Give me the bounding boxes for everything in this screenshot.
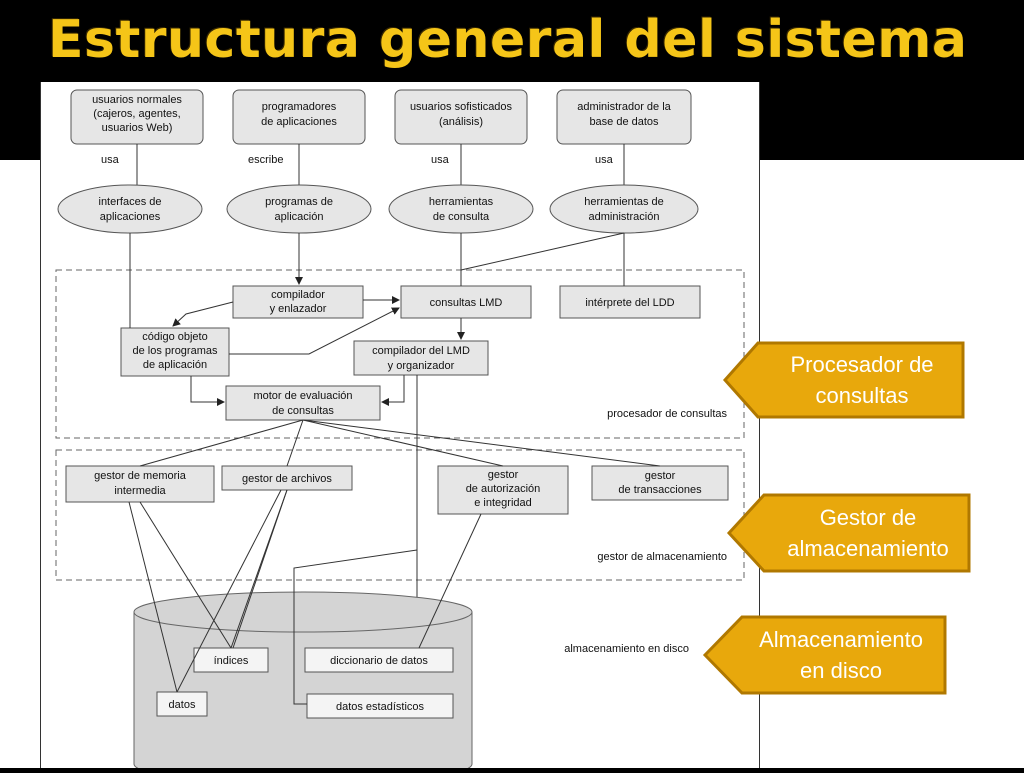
svg-text:herramientas: herramientas bbox=[429, 196, 494, 208]
svg-text:de consulta: de consulta bbox=[433, 211, 490, 223]
svg-text:aplicaciones: aplicaciones bbox=[100, 211, 161, 223]
dml-queries-box: consultas LMD bbox=[400, 285, 532, 319]
svg-text:de consultas: de consultas bbox=[272, 405, 334, 417]
tool-ellipse-admin-tools: herramientas de administración bbox=[549, 184, 699, 234]
slide-title: Estructura general del sistema bbox=[48, 10, 968, 70]
edge-label-escribe: escribe bbox=[248, 154, 283, 166]
data-dictionary-box: diccionario de datos bbox=[304, 647, 454, 673]
svg-text:usuarios normales: usuarios normales bbox=[92, 94, 182, 106]
svg-text:e integridad: e integridad bbox=[474, 497, 532, 509]
edge-label-usa-2: usa bbox=[431, 154, 450, 166]
user-box-programmers: programadores de aplicaciones bbox=[232, 89, 366, 145]
svg-text:programas de: programas de bbox=[265, 196, 333, 208]
auth-integrity-manager-box: gestor de autorización e integridad bbox=[437, 465, 569, 515]
callout-query-processor: Procesador de consultas bbox=[722, 340, 966, 420]
svg-text:gestor de memoria: gestor de memoria bbox=[94, 470, 187, 482]
tool-ellipse-interfaces: interfaces de aplicaciones bbox=[57, 184, 203, 234]
svg-text:compilador: compilador bbox=[271, 289, 325, 301]
disk-cylinder bbox=[133, 591, 473, 773]
edge-label-usa-1: usa bbox=[101, 154, 120, 166]
svg-text:datos: datos bbox=[169, 699, 196, 711]
svg-text:datos estadísticos: datos estadísticos bbox=[336, 701, 425, 713]
svg-text:administrador de la: administrador de la bbox=[577, 101, 671, 113]
svg-text:de autorización: de autorización bbox=[466, 483, 541, 495]
tool-ellipse-query-tools: herramientas de consulta bbox=[388, 184, 534, 234]
transaction-manager-box: gestor de transacciones bbox=[591, 465, 729, 501]
svg-text:y organizador: y organizador bbox=[388, 360, 455, 372]
indices-box: índices bbox=[193, 647, 269, 673]
svg-text:usuarios sofisticados: usuarios sofisticados bbox=[410, 101, 513, 113]
svg-text:motor de evaluación: motor de evaluación bbox=[253, 390, 352, 402]
svg-text:aplicación: aplicación bbox=[275, 211, 324, 223]
user-box-dba: administrador de la base de datos bbox=[556, 89, 692, 145]
storage-manager-label: gestor de almacenamiento bbox=[597, 551, 727, 563]
svg-text:diccionario de datos: diccionario de datos bbox=[330, 655, 428, 667]
svg-text:herramientas de: herramientas de bbox=[584, 196, 664, 208]
svg-text:(cajeros, agentes,: (cajeros, agentes, bbox=[93, 108, 180, 120]
svg-text:(análisis): (análisis) bbox=[439, 116, 483, 128]
svg-text:intérprete del LDD: intérprete del LDD bbox=[585, 297, 674, 309]
svg-text:usuarios Web): usuarios Web) bbox=[102, 122, 173, 134]
callout-storage-manager: Gestor de almacenamiento bbox=[726, 492, 972, 574]
disk-storage-label: almacenamiento en disco bbox=[564, 643, 689, 655]
ddl-interpreter-box: intérprete del LDD bbox=[559, 285, 701, 319]
svg-text:índices: índices bbox=[214, 655, 249, 667]
file-manager-box: gestor de archivos bbox=[221, 465, 353, 491]
svg-text:de aplicación: de aplicación bbox=[143, 359, 207, 371]
svg-text:de aplicaciones: de aplicaciones bbox=[261, 116, 337, 128]
query-processor-region bbox=[55, 269, 745, 439]
query-eval-engine-box: motor de evaluación de consultas bbox=[225, 385, 381, 421]
svg-text:código objeto: código objeto bbox=[142, 331, 207, 343]
svg-text:consultas LMD: consultas LMD bbox=[430, 297, 503, 309]
query-processor-label: procesador de consultas bbox=[607, 408, 727, 420]
system-structure-diagram: usuarios normales (cajeros, agentes, usu… bbox=[40, 82, 760, 773]
svg-text:gestor: gestor bbox=[488, 469, 519, 481]
data-box: datos bbox=[156, 691, 208, 717]
svg-text:interfaces de: interfaces de bbox=[99, 196, 162, 208]
edge-label-usa-3: usa bbox=[595, 154, 614, 166]
tool-ellipse-programs: programas de aplicación bbox=[226, 184, 372, 234]
callout-disk-storage: Almacenamiento en disco bbox=[702, 614, 948, 696]
svg-text:gestor de archivos: gestor de archivos bbox=[242, 473, 332, 485]
dml-compiler-box: compilador del LMD y organizador bbox=[353, 340, 489, 376]
svg-text:gestor: gestor bbox=[645, 470, 676, 482]
svg-text:intermedia: intermedia bbox=[114, 485, 166, 497]
user-box-normal: usuarios normales (cajeros, agentes, usu… bbox=[70, 89, 204, 145]
svg-text:administración: administración bbox=[589, 211, 660, 223]
object-code-box: código objeto de los programas de aplica… bbox=[120, 327, 230, 377]
buffer-manager-box: gestor de memoria intermedia bbox=[65, 465, 215, 503]
svg-text:compilador del LMD: compilador del LMD bbox=[372, 345, 470, 357]
statistical-data-box: datos estadísticos bbox=[306, 693, 454, 719]
svg-text:de los programas: de los programas bbox=[133, 345, 218, 357]
svg-text:de transacciones: de transacciones bbox=[618, 484, 702, 496]
svg-text:programadores: programadores bbox=[262, 101, 337, 113]
compiler-linker-box: compilador y enlazador bbox=[232, 285, 364, 319]
svg-text:y enlazador: y enlazador bbox=[270, 303, 327, 315]
user-box-sophisticated: usuarios sofisticados (análisis) bbox=[394, 89, 528, 145]
svg-text:base de datos: base de datos bbox=[589, 116, 659, 128]
